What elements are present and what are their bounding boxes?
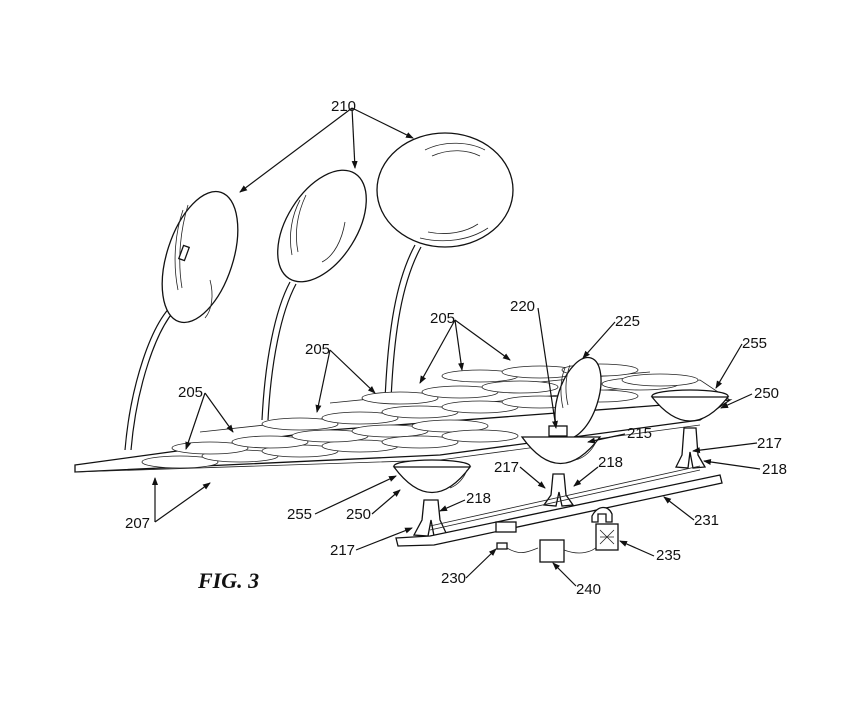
figure-title: FIG. 3 [197,568,259,593]
leader-lines [152,107,761,587]
mirror-left [161,190,239,324]
label-sensor: 220 [510,298,535,315]
label-dish-right-rim: 255 [742,335,767,352]
label-reflector-dish: 225 [615,313,640,330]
label-left-leg-b: 218 [466,490,491,507]
right-dish-assembly [650,389,730,469]
label-panel-base: 207 [125,515,150,532]
solar-panel-array [74,363,733,473]
label-center-leg-a: 217 [494,459,519,476]
label-panel-cells-a: 205 [178,384,203,401]
label-connector: 230 [441,570,466,587]
center-dish-assembly [520,356,602,507]
label-rail: 231 [694,512,719,529]
label-panel-cells-c: 205 [430,310,455,327]
label-controller-box: 240 [576,581,601,598]
label-right-leg-b: 218 [762,461,787,478]
label-panel-cells-b: 205 [305,341,330,358]
left-dish-assembly [392,459,472,537]
label-dish-center-bowl: 215 [627,425,652,442]
label-dish-right-bowl: 250 [754,385,779,402]
label-left-rim: 255 [287,506,312,523]
panel-cells [141,363,699,469]
label-center-leg-b: 218 [598,454,623,471]
label-right-leg-a: 217 [757,435,782,452]
label-mirrors: 210 [331,98,356,115]
mirror-middle [277,169,367,283]
label-heat-exchanger: 235 [656,547,681,564]
label-left-leg-a: 217 [330,542,355,559]
rail-231 [395,465,723,547]
label-left-bowl: 250 [346,506,371,523]
control-components [496,506,619,563]
mirror-right [376,132,514,248]
